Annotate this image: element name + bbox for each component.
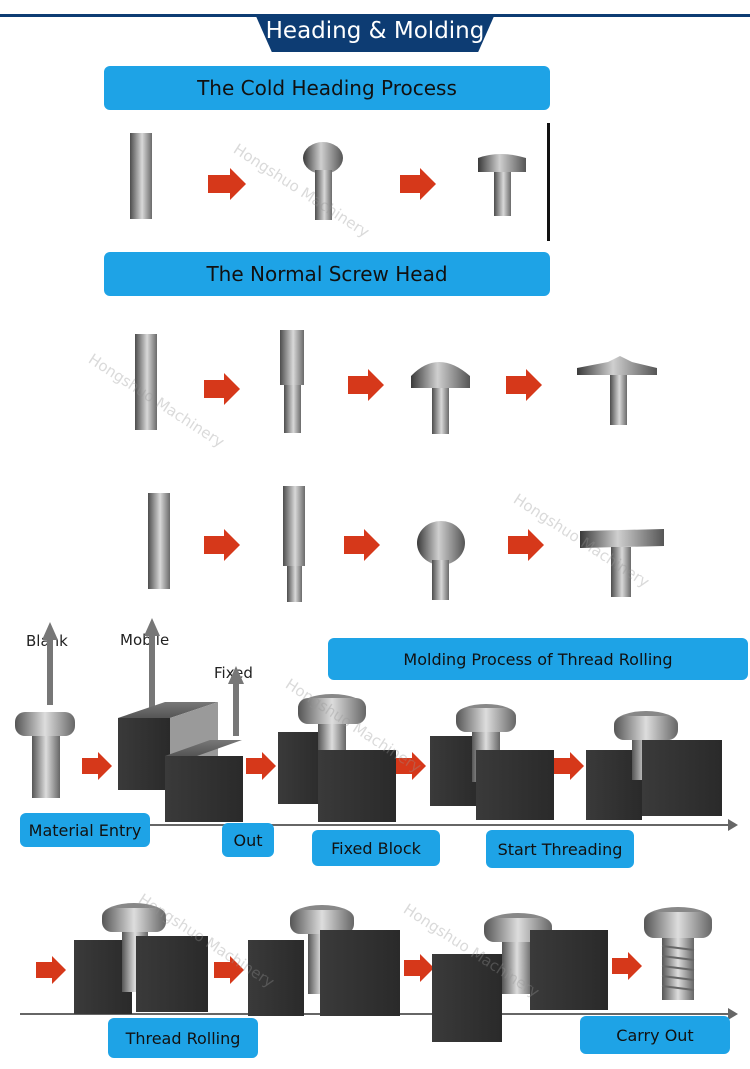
thread-rolling-diagram xyxy=(15,618,738,1042)
die-block xyxy=(318,750,396,822)
step-thread-rolling: Thread Rolling xyxy=(108,1018,258,1058)
step-start-threading: Start Threading xyxy=(486,830,634,868)
arrow-icon xyxy=(82,752,112,780)
page-title: Heading & Molding xyxy=(265,18,485,44)
normal-screw-banner: The Normal Screw Head xyxy=(104,252,550,296)
arrow-icon xyxy=(36,956,66,984)
stepped-rod xyxy=(280,330,304,433)
label-blank: Blank xyxy=(26,632,68,650)
stepped-rod xyxy=(283,486,305,602)
die-block xyxy=(430,736,480,806)
heading-screw xyxy=(577,356,657,425)
blank-rod xyxy=(135,334,157,430)
arrow-icon xyxy=(404,954,434,982)
arrow-icon xyxy=(246,752,276,780)
die-block xyxy=(530,930,608,1010)
heading-screw xyxy=(580,529,664,597)
normal-screw-title: The Normal Screw Head xyxy=(206,262,448,286)
molding-title: Molding Process of Thread Rolling xyxy=(403,649,673,669)
arrow-icon xyxy=(204,529,240,561)
blank-rod xyxy=(148,493,170,589)
die-block xyxy=(642,740,722,816)
molding-banner: Molding Process of Thread Rolling xyxy=(328,638,748,680)
step-label: Start Threading xyxy=(497,839,623,859)
divider-line xyxy=(547,123,550,241)
die-block xyxy=(476,750,554,820)
arrow-icon xyxy=(400,168,436,200)
blank-rod xyxy=(130,133,152,219)
step-carry-out: Carry Out xyxy=(580,1016,730,1054)
step-label: Out xyxy=(233,830,263,850)
cold-heading-banner: The Cold Heading Process xyxy=(104,66,550,110)
blank-screw xyxy=(15,712,75,798)
step-material-entry: Material Entry xyxy=(20,813,150,847)
title-tab xyxy=(255,14,495,52)
arrow-icon xyxy=(214,956,244,984)
arrow-icon xyxy=(554,752,584,780)
step-label: Fixed Block xyxy=(331,838,421,858)
step-label: Material Entry xyxy=(28,820,142,840)
arrow-icon xyxy=(348,369,384,401)
die-block xyxy=(248,940,304,1016)
step-out: Out xyxy=(222,823,274,857)
heading-screw xyxy=(417,521,465,600)
die-block xyxy=(432,954,502,1042)
arrow-icon xyxy=(208,168,246,200)
arrow-icon xyxy=(612,952,642,980)
die-block xyxy=(165,740,243,822)
arrow-icon xyxy=(506,369,542,401)
up-arrow-icon xyxy=(42,618,244,736)
arrow-icon xyxy=(344,529,380,561)
die-block xyxy=(136,936,208,1012)
heading-screw xyxy=(478,154,526,216)
die-block xyxy=(320,930,400,1016)
step-label: Thread Rolling xyxy=(125,1028,241,1048)
arrow-icon xyxy=(508,529,544,561)
cold-heading-title: The Cold Heading Process xyxy=(197,76,457,100)
heading-screw xyxy=(303,142,343,220)
step-fixed-block: Fixed Block xyxy=(312,830,440,866)
finished-screw xyxy=(644,907,712,1000)
step-label: Carry Out xyxy=(616,1025,694,1045)
heading-screw xyxy=(411,362,470,434)
arrow-icon xyxy=(204,373,240,405)
heading-diagrams xyxy=(130,133,664,602)
arrow-icon xyxy=(396,752,426,780)
